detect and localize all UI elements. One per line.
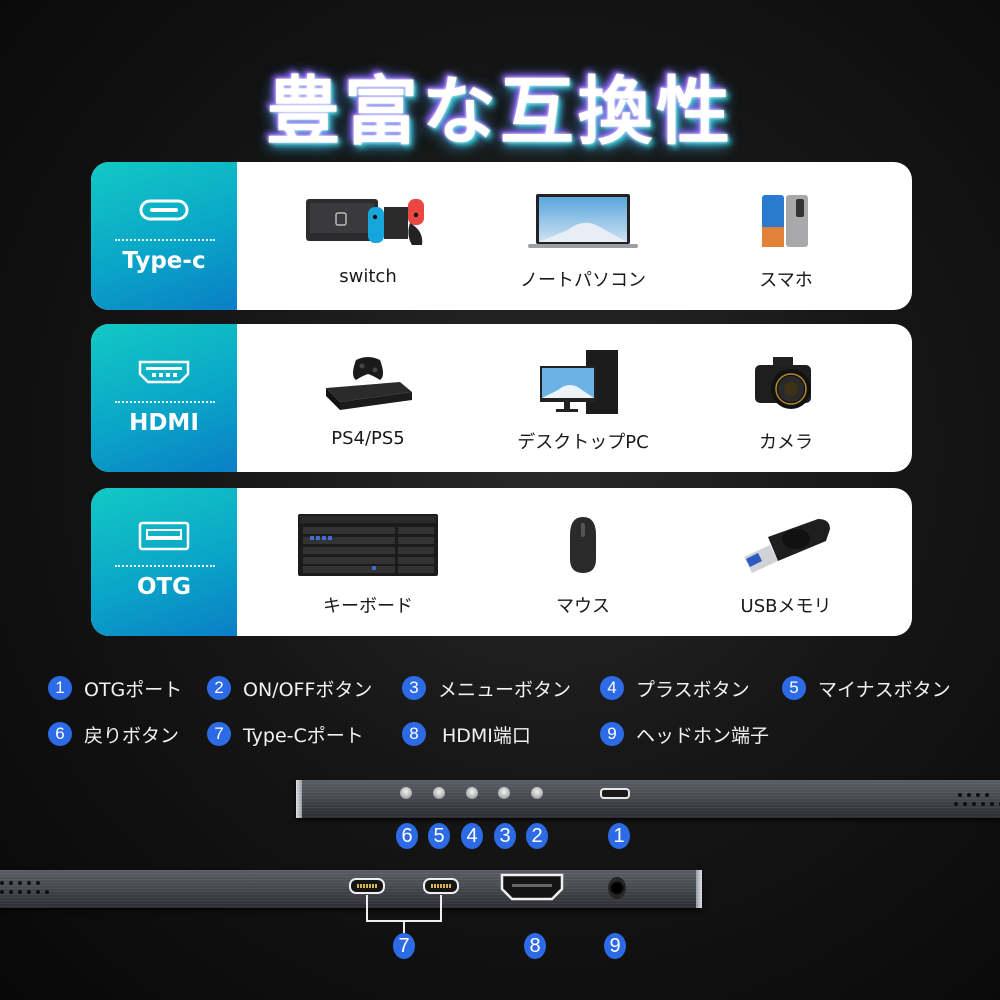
legend-item-type-c-port: 7 Type-Cポート [207,720,364,748]
hdmi-port-icon [500,873,564,901]
number-badge: 2 [207,676,231,700]
category-card-hdmi: HDMI PS4/PS5 [91,324,912,472]
device-label: USBメモリ [740,596,832,617]
legend-label: OTGポート [84,678,183,701]
usb-memory-image [744,519,830,573]
legend-item-back-button: 6 戻りボタン [48,720,179,748]
device-label: マウス [556,596,610,617]
speaker-grille-icon [954,802,1000,806]
menu-button-icon [498,787,510,799]
device-label: キーボード [323,596,413,617]
desktop-pc-image [540,350,618,414]
otg-port-icon [600,788,630,799]
speaker-grille-icon [0,890,49,894]
device-smartphone: スマホ [686,162,886,310]
game-console-image [326,357,412,410]
back-button-icon [400,787,412,799]
dotted-divider [115,565,215,567]
device-usb-memory: USBメモリ [686,488,886,636]
page-title: 豊富な互換性 [266,69,734,155]
legend-item-minus-button: 5 マイナスボタン [782,674,951,702]
number-badge: 9 [600,722,624,746]
camera-image [755,357,811,409]
keyboard-image [298,514,438,576]
laptop-image [528,194,638,248]
category-label: HDMI [129,410,199,436]
type-c-port-icon [423,878,459,894]
device-label: PS4/PS5 [331,428,405,449]
legend-item-menu-button: 3 メニューボタン [402,674,571,702]
number-badge: 7 [207,722,231,746]
callout-6: 6 [396,823,418,849]
category-label: Type-c [122,248,206,274]
number-badge: 4 [600,676,624,700]
number-badge: 8 [402,722,426,746]
device-label: デスクトップPC [517,432,649,453]
device-keyboard: キーボード [268,488,468,636]
monitor-top-edge [296,780,1000,818]
legend-label: HDMI端口 [442,724,531,747]
callout-4: 4 [461,823,483,849]
usb-a-port-icon [138,521,190,551]
headphone-jack-icon [608,877,626,899]
device-desktop-pc: デスクトップPC [483,324,683,472]
number-badge: 1 [48,676,72,700]
callout-5: 5 [428,823,450,849]
device-label: カメラ [759,432,813,453]
game-console-switch-image [305,199,424,245]
legend-item-hdmi-port: 8 HDMI端口 [402,720,531,748]
legend-label: マイナスボタン [818,678,951,701]
callout-bracket [366,895,442,922]
mouse-image [570,517,596,573]
device-label: switch [339,266,397,287]
legend-label: ヘッドホン端子 [636,724,770,747]
legend-item-power-button: 2 ON/OFFボタン [207,674,372,702]
minus-button-icon [433,787,445,799]
speaker-grille-icon [0,881,40,885]
legend-label: プラスボタン [636,678,750,701]
number-badge: 5 [782,676,806,700]
category-card-otg: OTG キーボード [91,488,912,636]
device-switch: switch [268,162,468,310]
number-badge: 6 [48,722,72,746]
dotted-divider [115,239,215,241]
legend-item-plus-button: 4 プラスボタン [600,674,750,702]
category-header-type-c: Type-c [91,162,237,310]
device-game-console: PS4/PS5 [268,324,468,472]
plus-button-icon [466,787,478,799]
device-label: ノートパソコン [520,270,646,291]
legend-label: メニューボタン [438,678,572,701]
category-label: OTG [136,574,192,600]
legend-item-headphone-jack: 9 ヘッドホン端子 [600,720,769,748]
device-label: スマホ [759,270,813,291]
category-header-hdmi: HDMI [91,324,237,472]
device-mouse: マウス [483,488,683,636]
callout-2: 2 [526,823,548,849]
number-badge: 3 [402,676,426,700]
hdmi-port-icon [138,360,190,384]
speaker-grille-icon [958,793,989,797]
callout-8: 8 [524,933,546,959]
device-camera: カメラ [686,324,886,472]
legend-item-otg-port: 1 OTGポート [48,674,182,702]
usb-type-c-port-icon [139,199,189,221]
category-header-otg: OTG [91,488,237,636]
category-card-type-c: Type-c switch [91,162,912,310]
callout-3: 3 [494,823,516,849]
edge-cap [696,870,702,908]
dotted-divider [115,401,215,403]
power-button-icon [531,787,543,799]
callout-9: 9 [604,933,626,959]
legend-label: ON/OFFボタン [243,678,373,701]
legend-label: 戻りボタン [84,724,180,747]
callout-1: 1 [608,823,630,849]
callout-leader-line [403,921,405,933]
edge-cap [296,780,302,818]
legend-label: Type-Cポート [243,724,364,747]
smartphone-image [762,195,808,247]
device-laptop: ノートパソコン [483,162,683,310]
type-c-port-icon [349,878,385,894]
callout-7: 7 [393,933,415,959]
